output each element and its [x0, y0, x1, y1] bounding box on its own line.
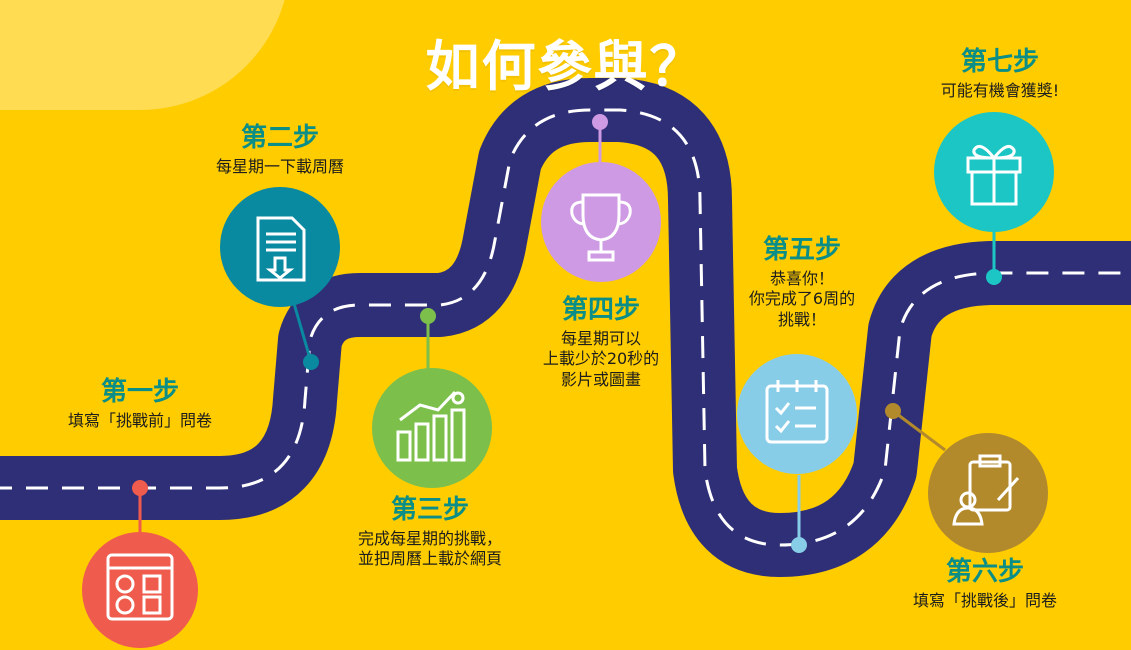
step-7-desc: 可能有機會獲獎! [940, 80, 1060, 100]
step-5-desc-line1: 恭喜你！ [769, 268, 834, 288]
growth-chart-icon [396, 390, 466, 462]
step-3-desc-line2: 並把周曆上載於網頁 [357, 549, 502, 569]
step-7-label: 第七步 [960, 47, 1039, 77]
step-2-circle [220, 187, 340, 307]
road-center-line [0, 108, 1131, 547]
document-download-icon [256, 216, 306, 282]
step-5-desc-line2: 你完成了6周的 [748, 289, 856, 309]
trophy-icon [570, 193, 632, 262]
step-1-label: 第一步 [100, 377, 179, 407]
step-3-circle [372, 368, 492, 488]
step-4-desc-line2: 上載少於20秒的 [542, 349, 660, 369]
survey-face-icon [106, 553, 174, 621]
clipboard-person-icon [952, 454, 1020, 526]
step-5-label: 第五步 [762, 235, 841, 265]
step-6-desc: 填寫「挑戰後」問卷 [912, 590, 1057, 610]
calendar-check-icon [765, 380, 829, 444]
step-5-circle [737, 354, 857, 474]
step-6-circle [928, 433, 1048, 553]
gift-icon [966, 144, 1022, 206]
page-title: 如何參與？ [425, 35, 706, 98]
step-1: 第一步 填寫「挑戰前」問卷 [40, 378, 240, 431]
step-3-label: 第三步 [390, 495, 469, 525]
step-2: 第二步 每星期一下載周曆 [180, 124, 380, 177]
road [0, 78, 1131, 577]
step-2-desc: 每星期一下載周曆 [215, 156, 344, 176]
step-7: 第七步 可能有機會獲獎! [900, 48, 1100, 101]
step-3-desc-line1: 完成每星期的挑戰， [357, 528, 502, 548]
step-5-desc-line3: 挑戰！ [777, 310, 826, 330]
step-1-desc: 填寫「挑戰前」問卷 [67, 410, 212, 430]
step-2-label: 第二步 [240, 123, 319, 153]
step-4: 第四步 每星期可以 上載少於20秒的 影片或圖畫 [511, 296, 691, 391]
step-4-label: 第四步 [561, 295, 640, 325]
connectors [132, 114, 1002, 553]
step-4-desc-line1: 每星期可以 [560, 328, 641, 348]
step-1-circle [82, 532, 198, 648]
step-7-circle [934, 112, 1054, 232]
step-4-circle [541, 162, 661, 282]
step-6: 第六步 填寫「挑戰後」問卷 [880, 558, 1090, 611]
step-4-desc-line3: 影片或圖畫 [560, 370, 641, 390]
step-6-label: 第六步 [945, 557, 1024, 587]
step-3: 第三步 完成每星期的挑戰， 並把周曆上載於網頁 [330, 496, 530, 570]
step-5: 第五步 恭喜你！ 你完成了6周的 挑戰！ [712, 236, 892, 331]
